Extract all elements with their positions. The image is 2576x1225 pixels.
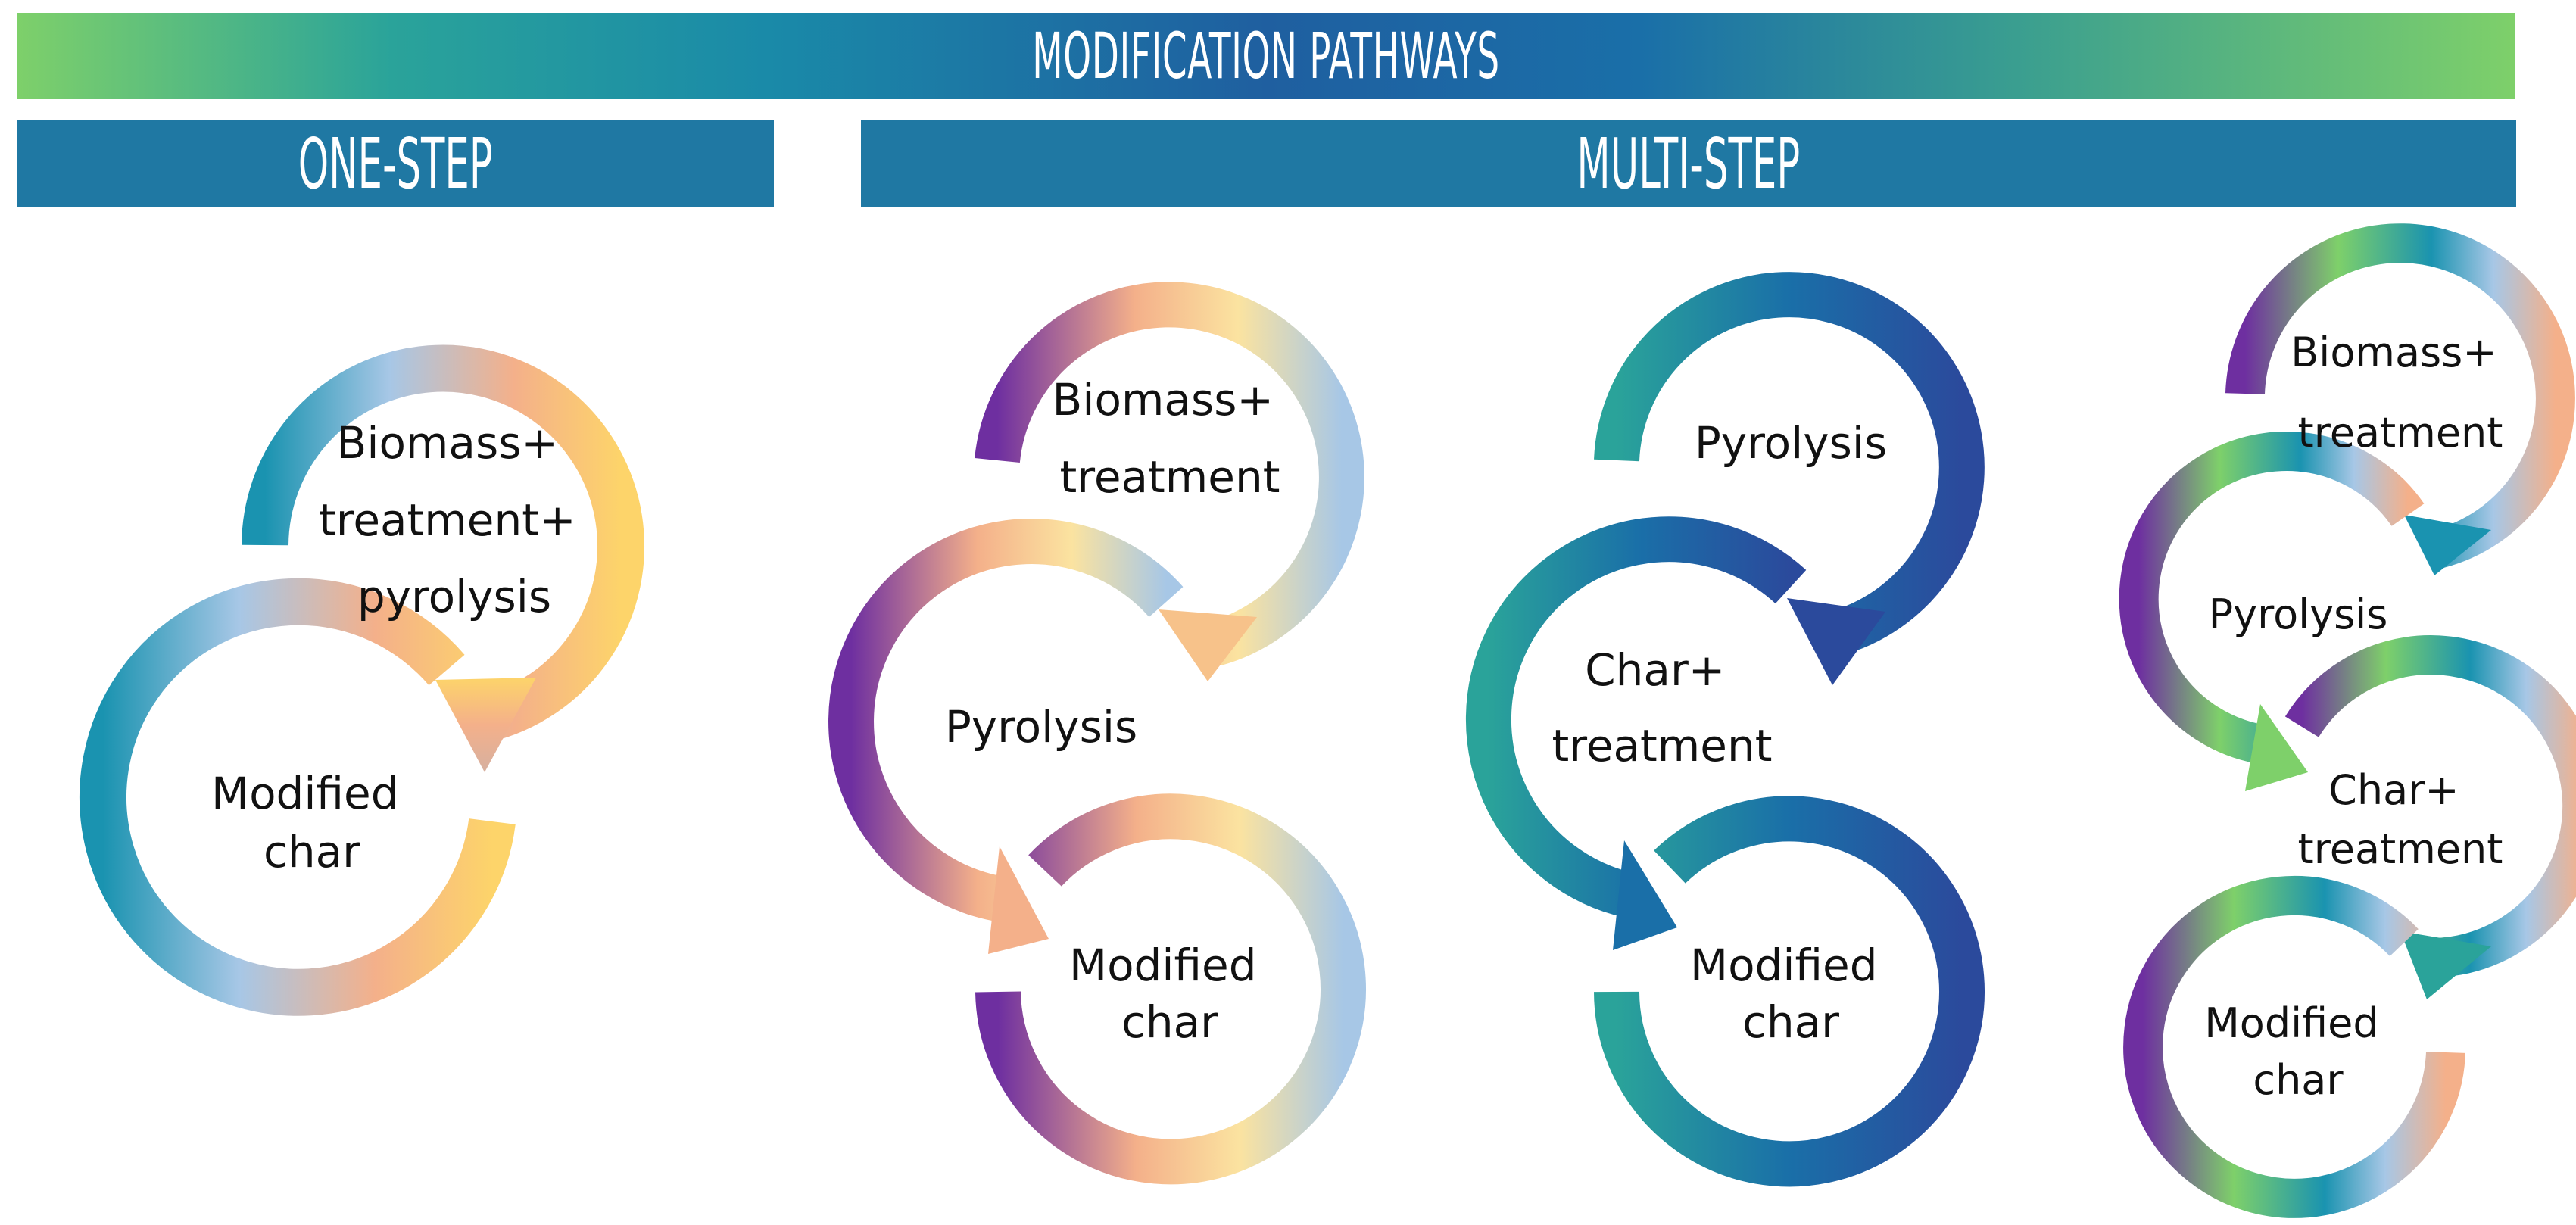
multi-c-arrow-2 (2245, 704, 2308, 791)
multi-step-banner: MULTI-STEP (861, 120, 2516, 207)
one-step-step1-line1: Biomass+ (337, 417, 558, 469)
multi-b-step3-line2: char (1742, 996, 1839, 1048)
multi-a-step1-line2: treatment (1060, 451, 1280, 503)
multi-c-step4-line1: Modified (2204, 999, 2378, 1047)
multi-b-step1-line1: Pyrolysis (1695, 417, 1887, 469)
multi-a-step1-line1: Biomass+ (1053, 374, 1274, 425)
one-step-arrow-1 (435, 678, 536, 772)
svg-text:Char+ treatment: Char+ treatment (2298, 766, 2503, 873)
page-title: MODIFICATION PATHWAYS (1032, 19, 1500, 93)
title-banner: MODIFICATION PATHWAYS (17, 13, 2515, 99)
multi-b-ring-1 (1594, 272, 1985, 654)
one-step-pathway: Biomass+ treatment+ pyrolysis Modified c… (80, 344, 644, 1016)
multi-step-pathway-a: Biomass+ treatment Pyrolysis Modified ch… (828, 282, 1366, 1185)
multi-a-step3-line2: char (1121, 996, 1218, 1048)
multi-step-heading: MULTI-STEP (1576, 123, 1801, 204)
multi-a-ring-1 (975, 282, 1364, 665)
one-step-step1-line3: pyrolysis (357, 571, 551, 622)
svg-text:Char+ treatment: Char+ treatment (1552, 644, 1773, 771)
multi-c-ring-4 (2123, 875, 2465, 1218)
one-step-step2-line1: Modified (211, 768, 399, 819)
multi-b-step2-line2: treatment (1552, 720, 1773, 771)
multi-b-ring-2 (1465, 516, 1807, 920)
multi-c-step3-line1: Char+ (2328, 766, 2459, 814)
multi-c-arrow-1 (2404, 515, 2491, 575)
multi-b-step2-line1: Char+ (1585, 644, 1725, 696)
multi-c-step2-line1: Pyrolysis (2209, 591, 2388, 638)
svg-text:Biomass+ treatment: Biomass+ treatment (2291, 329, 2509, 457)
one-step-banner: ONE-STEP (17, 120, 774, 207)
multi-step-pathway-c: Biomass+ treatment Pyrolysis Char+ treat… (2119, 223, 2576, 1218)
multi-a-step3-line1: Modified (1069, 940, 1257, 991)
multi-a-arrow-1 (1159, 609, 1257, 681)
multi-c-step1-line2: treatment (2298, 409, 2503, 457)
one-step-heading: ONE-STEP (298, 123, 493, 204)
multi-b-step3-line1: Modified (1690, 940, 1878, 991)
one-step-step2-line2: char (264, 826, 360, 877)
multi-c-arrow-3 (2400, 931, 2491, 999)
svg-text:Biomass+ treatment: Biomass+ treatment (1053, 374, 1288, 503)
multi-c-ring-3 (2284, 635, 2576, 977)
svg-text:Modified char: Modified char (2204, 999, 2392, 1104)
svg-text:Biomass+ treatment+: Biomass+ treatment+ pyrolysis (319, 417, 590, 622)
multi-a-arrow-2 (988, 846, 1049, 954)
svg-text:Pyrolysis: Pyrolysis (1695, 417, 1887, 469)
multi-a-step2-line1: Pyrolysis (945, 701, 1137, 753)
svg-text:Pyrolysis: Pyrolysis (945, 701, 1137, 753)
one-step-ring-1 (242, 344, 644, 743)
multi-a-ring-3 (975, 793, 1366, 1185)
svg-text:Pyrolysis: Pyrolysis (2209, 591, 2388, 638)
svg-text:Modified char: Modified char (1690, 940, 1891, 1048)
multi-a-ring-2 (828, 519, 1184, 924)
multi-step-pathway-b: Pyrolysis Char+ treatment Modified char (1465, 272, 1985, 1187)
multi-c-step1-line1: Biomass+ (2291, 329, 2496, 376)
one-step-step1-line2: treatment+ (319, 494, 576, 546)
multi-c-ring-1 (2225, 223, 2575, 569)
one-step-ring-2 (80, 578, 516, 1016)
multi-b-ring-3 (1594, 796, 1985, 1187)
multi-c-ring-2 (2119, 432, 2425, 765)
multi-b-arrow-2 (1613, 840, 1677, 950)
svg-text:Modified char: Modified char (211, 768, 413, 877)
multi-c-step3-line2: treatment (2298, 825, 2503, 873)
multi-c-step4-line2: char (2253, 1056, 2344, 1104)
multi-b-arrow-1 (1787, 598, 1885, 685)
svg-text:Modified char: Modified char (1069, 940, 1271, 1048)
